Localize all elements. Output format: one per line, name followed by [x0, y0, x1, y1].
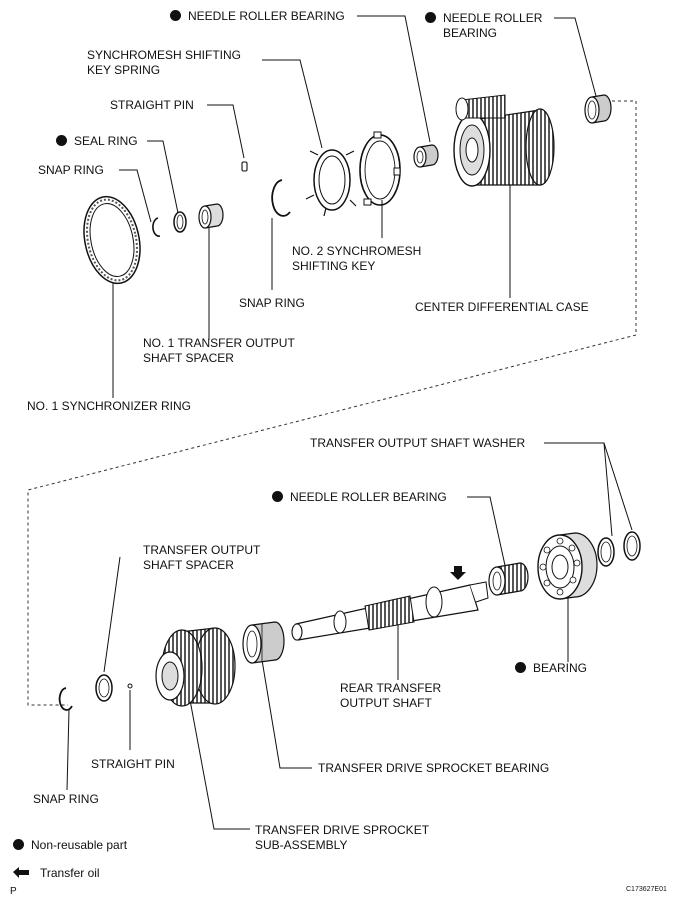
washer-parts: [597, 531, 641, 567]
needle-bearing-top-part: [413, 144, 439, 168]
snap-ring-bottom-part: [58, 687, 73, 711]
non-reusable-dot-icon: [13, 839, 24, 850]
spacer-1-part: [198, 203, 224, 229]
synchro-key-spring-part: [305, 149, 357, 217]
seal-ring-part: [173, 211, 187, 233]
needle-bearing-bottom-part: [488, 562, 529, 596]
non-reusable-dot-icon: [56, 135, 67, 146]
ball-bearing-part: [537, 532, 598, 600]
non-reusable-dot-icon: [425, 12, 436, 23]
rear-output-shaft-part: [291, 581, 489, 641]
label-bearing: BEARING: [515, 661, 587, 676]
transfer-oil-arrow: [450, 566, 466, 580]
label-sprocket-bearing: TRANSFER DRIVE SPROCKET BEARING: [318, 761, 550, 775]
label-straight-pin-bottom: STRAIGHT PIN: [91, 757, 175, 771]
label-snap-ring-left: SNAP RING: [38, 163, 104, 177]
synchronizer-ring-part: [83, 195, 141, 285]
sprocket-bearing-part: [242, 621, 285, 664]
drive-sprocket-part: [155, 627, 236, 707]
label-synchronizer-ring: NO. 1 SYNCHRONIZER RING: [27, 399, 192, 413]
page-letter: P: [10, 886, 17, 897]
label-needle-roller-bearing-bottom: NEEDLE ROLLER BEARING: [272, 490, 447, 505]
leader-lines: [66, 15, 633, 830]
assembly-axis-lines: [27, 100, 637, 706]
center-differential-case-part: [453, 94, 555, 187]
label-seal-ring: SEAL RING: [56, 134, 138, 149]
legend-arrow-icon: [13, 867, 29, 878]
non-reusable-dot-icon: [515, 662, 526, 673]
label-washer: TRANSFER OUTPUT SHAFT WASHER: [310, 436, 526, 450]
label-needle-roller-bearing-top: NEEDLE ROLLER BEARING: [170, 9, 345, 24]
label-snap-ring-bottom: SNAP RING: [33, 792, 99, 806]
straight-pin-top-part: [241, 161, 248, 172]
label-snap-ring-mid: SNAP RING: [239, 296, 305, 310]
label-straight-pin-top: STRAIGHT PIN: [110, 98, 194, 112]
legend-non-reusable: Non-reusable part: [13, 838, 127, 853]
synchro-key-part: [359, 131, 401, 206]
label-center-differential-case: CENTER DIFFERENTIAL CASE: [415, 300, 589, 314]
non-reusable-dot-icon: [170, 10, 181, 21]
spacer-2-part: [95, 674, 113, 702]
straight-pin-bottom-part: [127, 683, 133, 689]
non-reusable-dot-icon: [272, 491, 283, 502]
snap-ring-mid-part: [271, 179, 291, 217]
needle-bearing-right-part: [584, 94, 612, 124]
snap-ring-left-part: [152, 217, 161, 237]
figure-code: C173627E01: [626, 886, 667, 893]
legend-transfer-oil: Transfer oil: [40, 866, 100, 880]
